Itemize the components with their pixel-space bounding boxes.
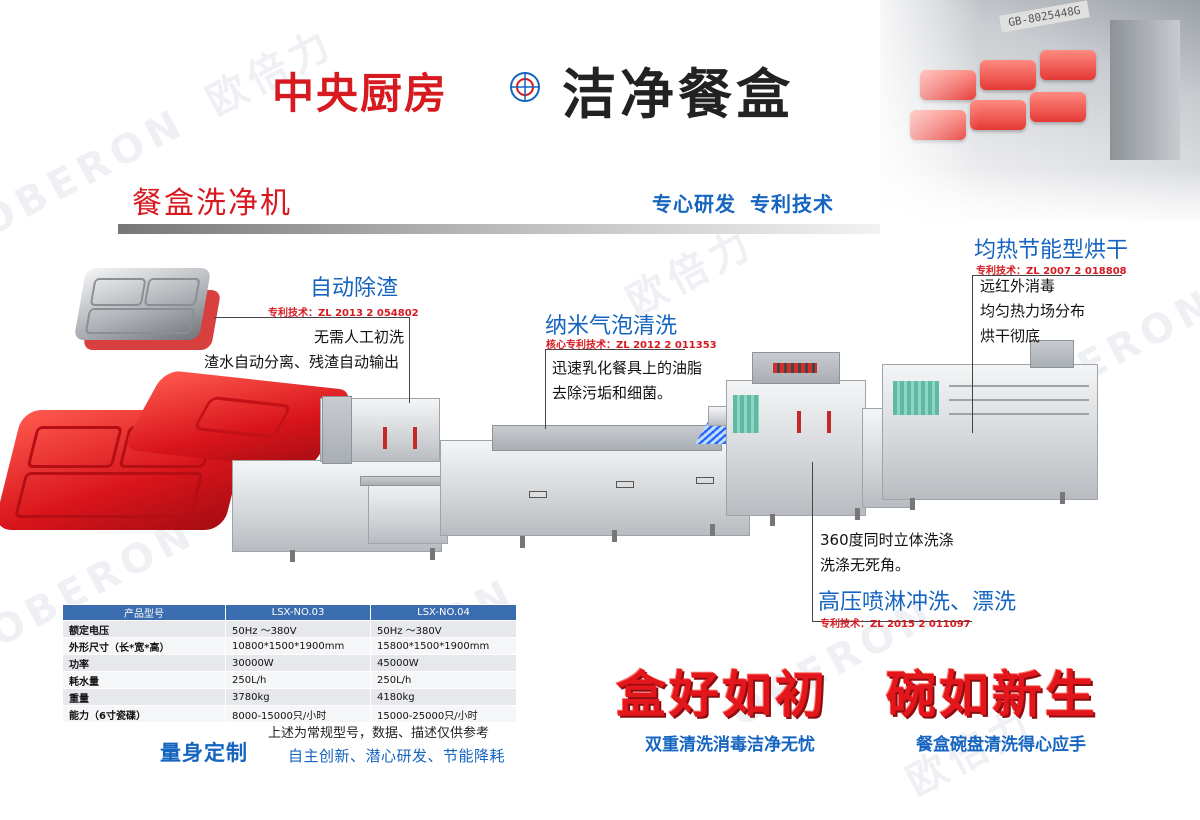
table-cell: 45000W [370,654,517,672]
slogan-1: 盒好如初 [616,666,828,724]
table-cell: 能力（6寸瓷碟） [62,705,226,723]
slogan-1-sub: 双重清洗消毒洁净无忧 [645,735,815,755]
feature-bubble-line-2: 去除污垢和细菌。 [552,384,673,402]
slogan-2-sub: 餐盒碗盘清洗得心应手 [916,735,1086,755]
table-header: LSX-NO.03 [225,604,371,621]
machine-feeder [322,396,352,464]
table-cell: 30000W [225,654,371,672]
table-row: 重量 3780kg 4180kg [62,688,517,706]
feature-dry-line-3: 烘干彻底 [980,327,1041,345]
feature-spray-line-1: 360度同时立体洗涤 [820,531,954,549]
custom-title: 量身定制 [160,741,248,765]
feature-deslag-title: 自动除渣 [310,276,399,301]
table-row: 能力（6寸瓷碟） 8000-15000只/小时 15000-25000只/小时 [62,705,517,723]
feature-dry-line-2: 均匀热力场分布 [980,302,1086,320]
leader-line [812,621,972,622]
leader-line [812,462,813,622]
tag-rd: 专心研发 [652,192,736,216]
leader-line [545,349,685,350]
table-cell: 外形尺寸（长*宽*高） [62,637,226,655]
spec-table: 产品型号 LSX-NO.03 LSX-NO.04 额定电压 50Hz ～380V… [62,604,517,723]
product-title: 餐盒洗净机 [132,186,292,221]
photo-fade [880,170,1200,230]
feature-bubble-line-1: 迅速乳化餐具上的油脂 [552,359,703,377]
table-header: LSX-NO.04 [370,604,517,621]
product-tags: 专心研发专利技术 [652,188,848,217]
table-row: 外形尺寸（长*宽*高） 10800*1500*1900mm 15800*1500… [62,637,517,655]
red-tray-image [1040,50,1096,80]
red-tray-image [980,60,1036,90]
feature-bubble-patent: 核心专利技术：ZL 2012 2 011353 [546,340,717,351]
leader-line [214,317,410,318]
table-cell: 15000-25000只/小时 [370,705,517,723]
table-header-row: 产品型号 LSX-NO.03 LSX-NO.04 [62,604,517,621]
divider-rule [118,224,880,234]
feature-bubble-title: 纳米气泡清洗 [545,314,678,339]
feature-dry-title: 均热节能型烘干 [974,238,1129,263]
feature-deslag-patent: 专利技术：ZL 2013 2 054802 [268,308,419,319]
feature-deslag-line-2: 渣水自动分离、残渣自动输出 [204,353,400,371]
table-cell: 重量 [62,688,226,706]
machine-dryer [882,364,1098,500]
slag-box [368,480,448,544]
table-row: 功率 30000W 45000W [62,654,517,672]
table-cell: 10800*1500*1900mm [225,637,371,655]
leader-line [409,317,410,403]
custom-subtitle: 自主创新、潜心研发、节能降耗 [288,747,506,765]
machine-wash-tank [440,440,750,536]
spec-note: 上述为常规型号，数据、描述仅供参考 [268,726,490,741]
leader-line [972,275,973,433]
leader-line [545,349,546,429]
table-cell: 8000-15000只/小时 [225,705,371,723]
table-cell: 50Hz ～380V [225,620,371,638]
headline-right: 洁净餐盒 [562,63,794,126]
table-row: 额定电压 50Hz ～380V 50Hz ～380V [62,620,517,638]
table-cell: 250L/h [225,671,371,689]
brand-logo-icon [510,72,540,102]
dryer-exhaust [1030,340,1074,368]
table-row: 耗水量 250L/h 250L/h [62,671,517,689]
feature-spray-patent: 专利技术：ZL 2015 2 011097 [820,619,971,630]
steel-tray-image [73,268,222,358]
feature-deslag-line-1: 无需人工初洗 [314,328,405,346]
leader-line [972,275,1122,276]
table-cell: 4180kg [370,688,517,706]
feature-dry-line-1: 远红外消毒 [980,277,1056,295]
table-cell: 功率 [62,654,226,672]
tag-patent: 专利技术 [750,192,834,216]
table-cell: 3780kg [225,688,371,706]
table-cell: 15800*1500*1900mm [370,637,517,655]
control-panel [752,352,840,384]
feature-dry-patent: 专利技术：ZL 2007 2 018808 [976,266,1127,277]
table-cell: 额定电压 [62,620,226,638]
slag-box-lid [360,476,448,486]
machine-wash-top [492,425,722,451]
table-header: 产品型号 [62,604,226,621]
table-cell: 耗水量 [62,671,226,689]
table-cell: 50Hz ～380V [370,620,517,638]
slogan-2: 碗如新生 [886,666,1098,724]
red-tray-image [1030,92,1086,122]
headline-left: 中央厨房 [272,69,449,118]
table-cell: 250L/h [370,671,517,689]
machine-outlet-image [1110,20,1180,160]
feature-spray-title: 高压喷淋冲洗、漂洗 [818,590,1017,615]
feature-spray-line-2: 洗涤无死角。 [820,556,911,574]
machine-spray-section [726,380,866,516]
